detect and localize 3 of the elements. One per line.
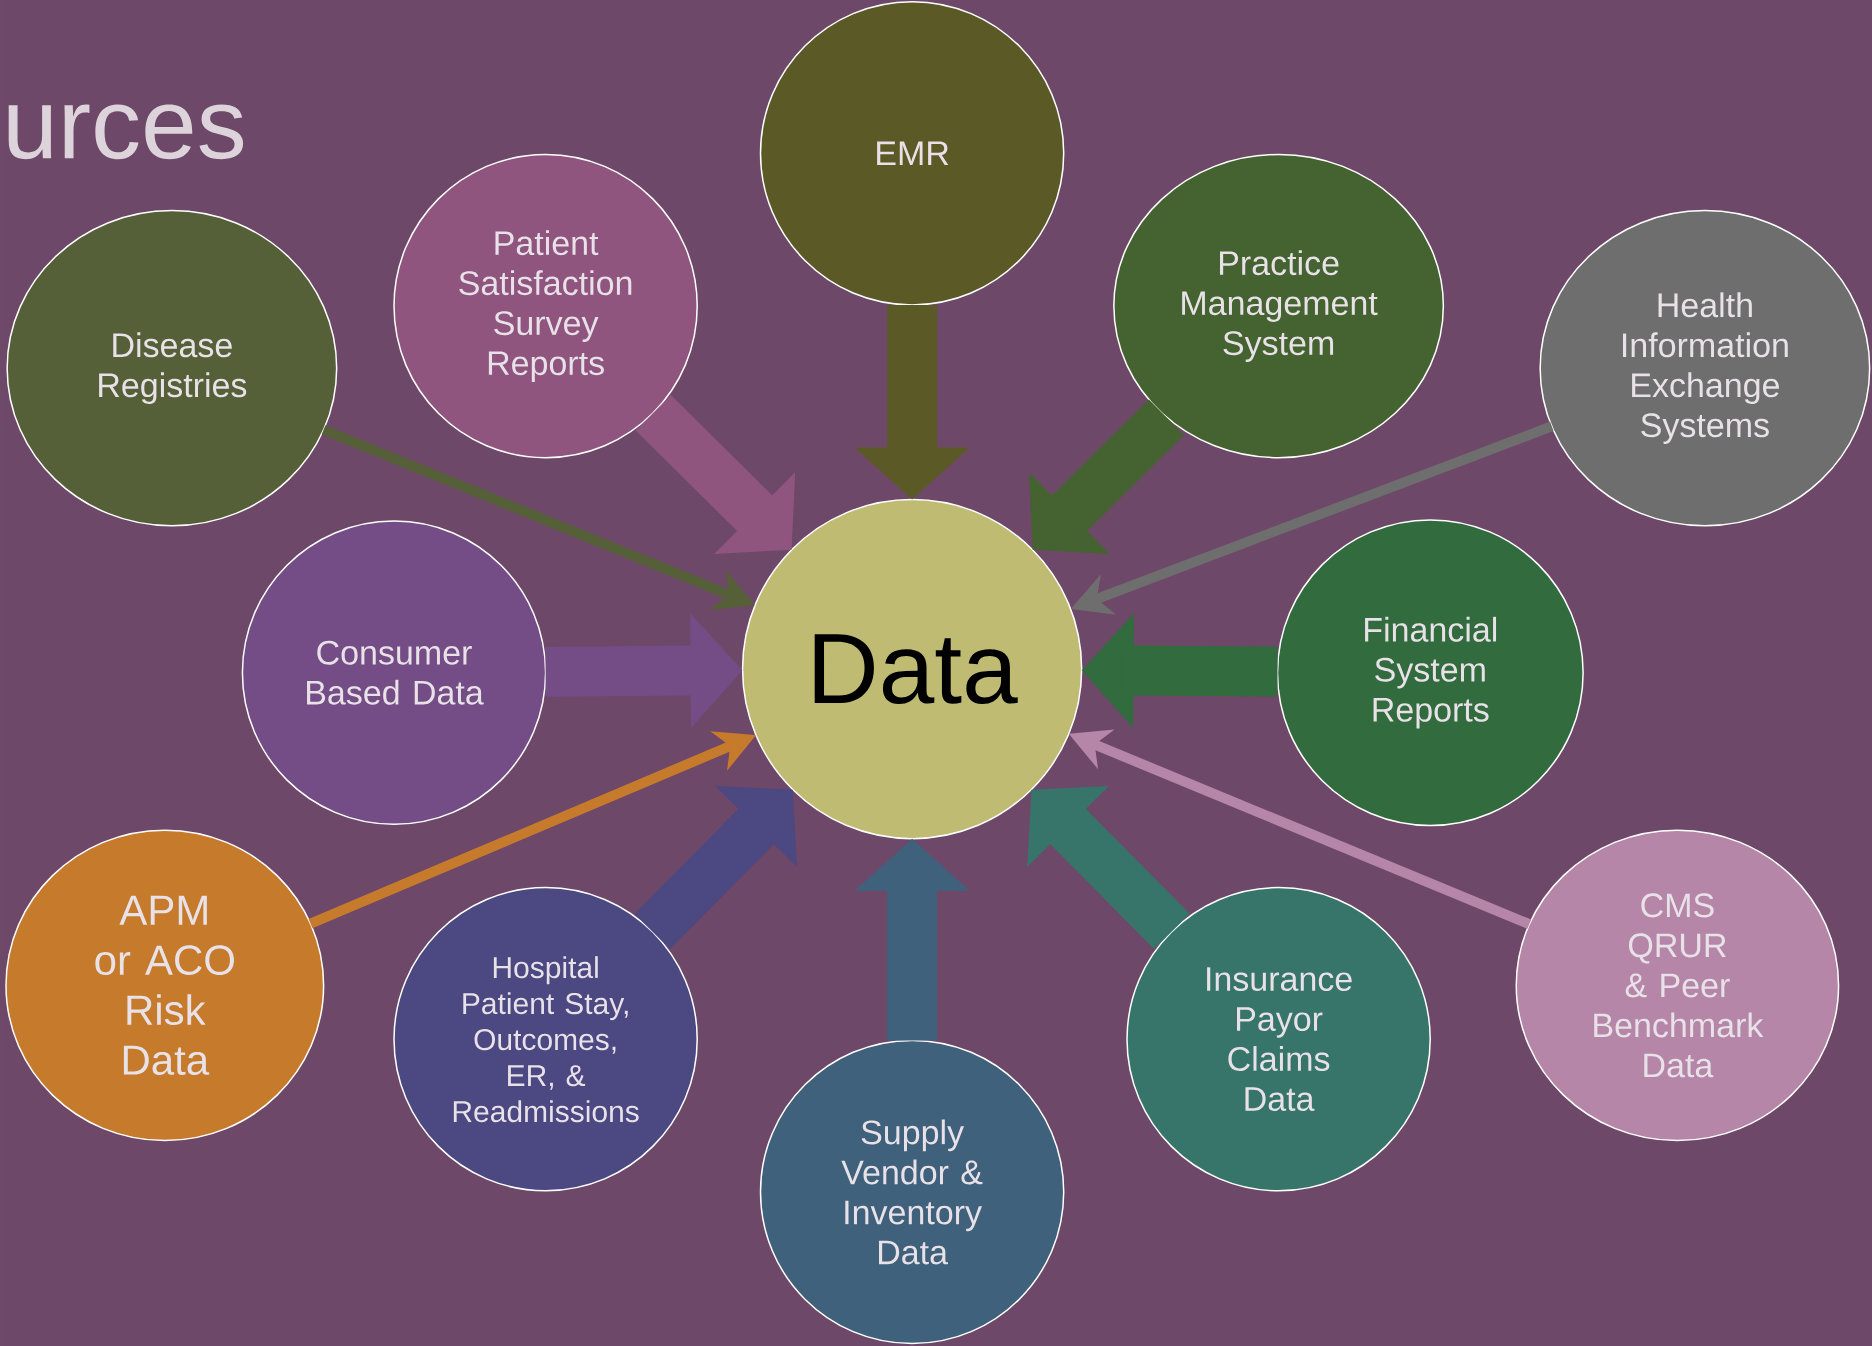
- title: urces: [8, 104, 244, 160]
- arrow: [1027, 786, 1190, 950]
- arrow: [1029, 399, 1185, 555]
